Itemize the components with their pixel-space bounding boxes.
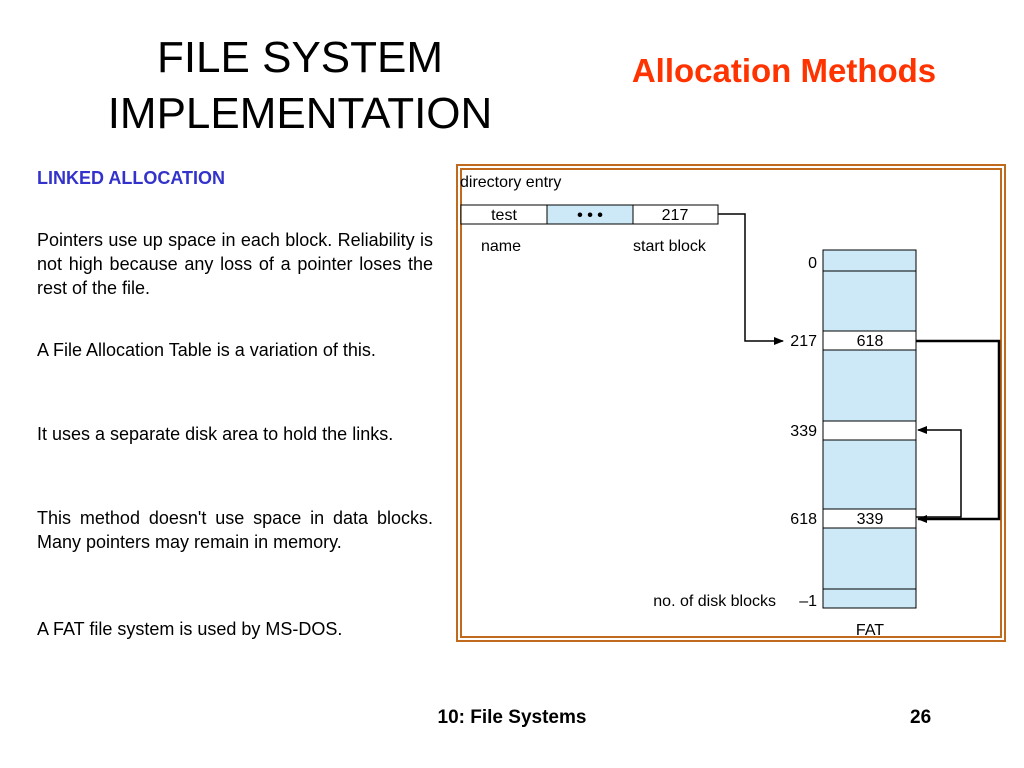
entry-name-value: test: [491, 207, 517, 224]
fat-entry-339: [822, 420, 917, 441]
paragraph-separate-area: It uses a separate disk area to hold the…: [37, 424, 394, 444]
footer-page-number: 26: [910, 707, 932, 728]
fat-label-minus-one: –1: [799, 593, 817, 610]
fat-label-disk-blocks: no. of disk blocks: [653, 593, 776, 610]
start-block-caption: start block: [633, 238, 707, 255]
entry-start-value: 217: [662, 207, 689, 224]
figure-frame-outer: [456, 164, 1006, 642]
slide-subtitle: Allocation Methods: [631, 52, 937, 89]
fat-entry-618: [822, 508, 917, 529]
section-heading: LINKED ALLOCATION: [37, 168, 225, 188]
fat-diagram: directory entry test • • • 217 name star…: [456, 164, 1006, 642]
entry-middle-value: • • •: [577, 207, 603, 224]
title-line-1: FILE SYSTEM: [156, 33, 444, 82]
paragraph-pointers: Pointers use up space in each block. Rel…: [37, 230, 433, 298]
fat-value-217: 618: [857, 333, 884, 350]
name-caption: name: [481, 238, 521, 255]
footer-chapter: 10: File Systems: [437, 707, 587, 728]
paragraph-fat-variation: A File Allocation Table is a variation o…: [37, 340, 376, 360]
directory-entry-label: directory entry: [460, 174, 561, 191]
paragraph-no-data-space: This method doesn't use space in data bl…: [37, 508, 433, 552]
fat-label-217: 217: [790, 333, 817, 350]
link-217-to-618-arrow: [916, 339, 1001, 523]
start-block-arrow: [718, 213, 784, 345]
title-line-2: IMPLEMENTATION: [107, 89, 493, 138]
fat-label-618: 618: [790, 511, 817, 528]
figure-frame-inner: [460, 168, 1002, 638]
link-618-to-339-arrow: [916, 426, 962, 518]
fat-label-0: 0: [808, 255, 817, 272]
fat-value-618: 339: [857, 511, 884, 528]
fat-caption: FAT: [856, 622, 884, 639]
fat-label-339: 339: [790, 423, 817, 440]
paragraph-ms-dos: A FAT file system is used by MS-DOS.: [37, 619, 343, 639]
slide-title: FILE SYSTEM IMPLEMENTATION: [40, 30, 560, 142]
